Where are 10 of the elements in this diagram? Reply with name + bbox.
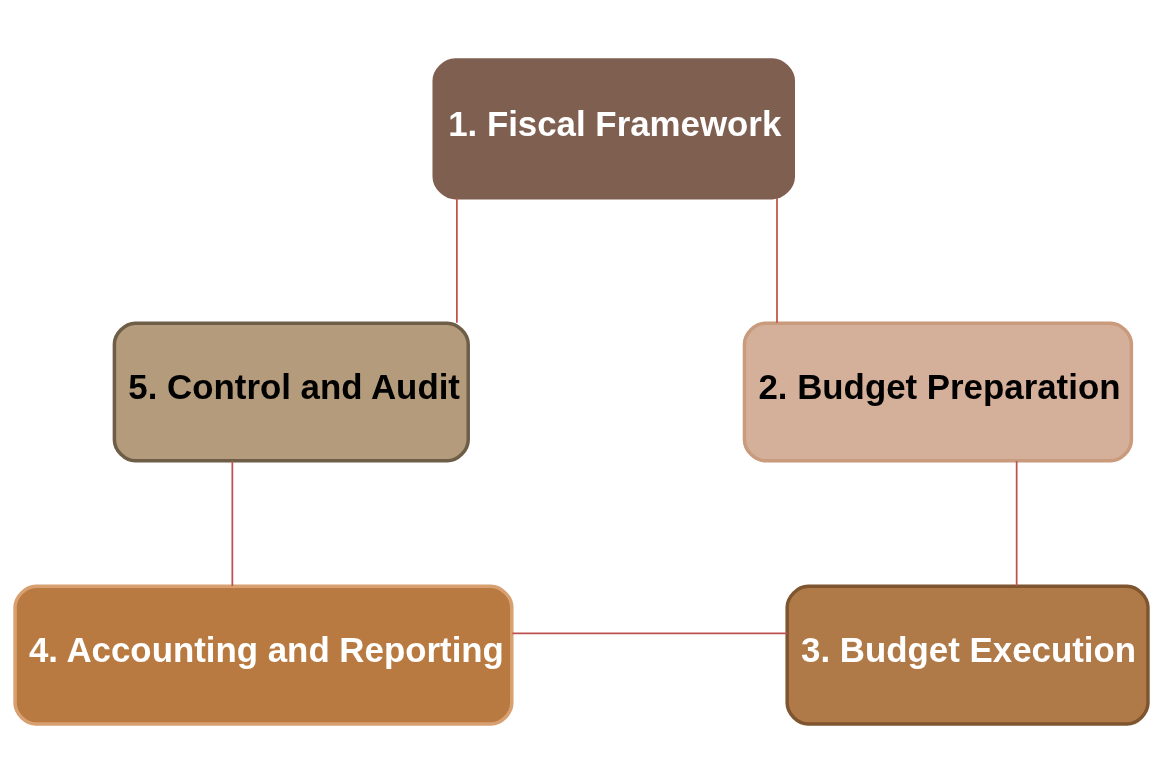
connector bbox=[231, 460, 234, 587]
node-box: 5. Control and Audit bbox=[112, 321, 470, 463]
connector bbox=[511, 632, 788, 635]
connector bbox=[776, 197, 778, 324]
connector bbox=[1015, 460, 1018, 587]
node-box: 2. Budget Preparation bbox=[742, 321, 1134, 463]
node-box: 4. Accounting and Reporting bbox=[13, 584, 514, 726]
node-box: 3. Budget Execution bbox=[785, 584, 1150, 726]
node-box: 1. Fiscal Framework bbox=[432, 58, 795, 200]
connector bbox=[456, 197, 458, 324]
